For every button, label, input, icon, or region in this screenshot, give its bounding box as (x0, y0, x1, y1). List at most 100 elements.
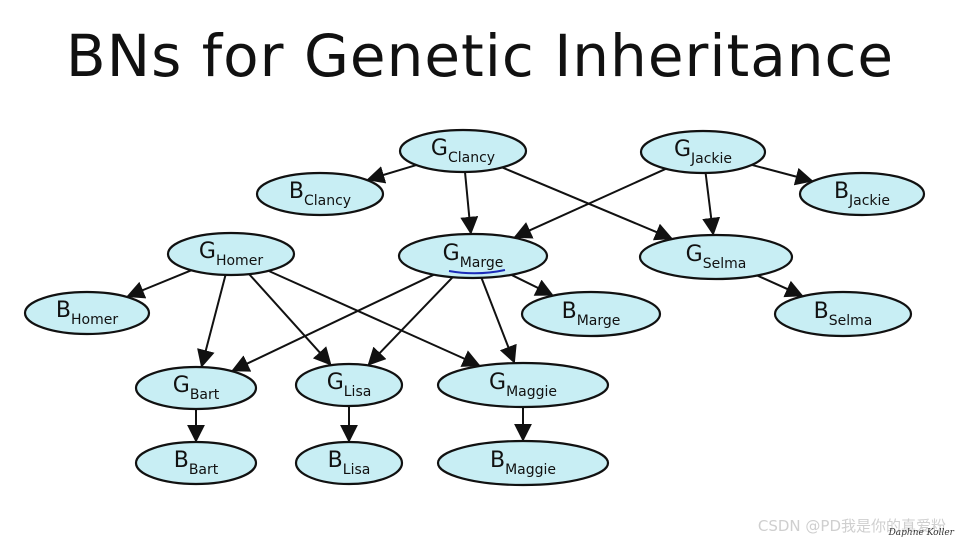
node-ellipse (134, 440, 258, 486)
node-ellipse (520, 290, 662, 338)
node-b-homer: BHomer (23, 290, 151, 336)
node-label-subscript: Jackie (690, 151, 732, 167)
node-label-subscript: Maggie (505, 462, 556, 478)
edge-g-marge-to-b-marge (510, 273, 554, 296)
node-label-subscript: Homer (71, 312, 118, 328)
node-ellipse (166, 231, 296, 277)
edge-g-jackie-to-g-marge (513, 167, 667, 239)
node-ellipse (398, 128, 528, 174)
edge-g-jackie-to-g-selma (702, 172, 721, 236)
node-g-jackie: GJackie (639, 129, 767, 175)
node-b-clancy: BClancy (255, 171, 385, 217)
node-label-subscript: Marge (577, 313, 621, 329)
node-label-main: B (289, 179, 304, 204)
node-g-selma: GSelma (638, 233, 794, 281)
edge-g-clancy-to-g-selma (501, 166, 673, 241)
node-g-homer: GHomer (166, 231, 296, 277)
node-label-main: G (431, 136, 448, 161)
node-ellipse (255, 171, 385, 217)
node-label: GLisa (327, 370, 372, 400)
node-label-subscript: Clancy (304, 193, 351, 209)
node-ellipse (639, 129, 767, 175)
node-ellipse (134, 365, 258, 411)
node-label-main: B (814, 299, 829, 324)
node-ellipse (773, 290, 913, 338)
node-ellipse (798, 171, 926, 217)
node-g-clancy: GClancy (398, 128, 528, 174)
node-label-main: G (327, 370, 344, 395)
node-label: BJackie (834, 179, 890, 209)
node-label-subscript: Bart (190, 387, 220, 403)
node-label-main: B (490, 448, 505, 473)
node-label: BHomer (56, 298, 118, 328)
node-ellipse (638, 233, 794, 281)
edge-g-jackie-to-b-jackie (751, 163, 814, 186)
node-label: GClancy (431, 136, 495, 166)
node-g-maggie: GMaggie (436, 361, 610, 409)
node-label: BClancy (289, 179, 351, 209)
node-label-subscript: Maggie (506, 384, 557, 400)
edge-g-marge-to-g-bart (231, 273, 435, 372)
node-label-main: B (834, 179, 849, 204)
node-label-main: B (174, 448, 189, 473)
node-label-subscript: Selma (703, 256, 747, 272)
node-label-main: G (686, 242, 703, 267)
node-label-subscript: Jackie (848, 193, 890, 209)
edge-g-homer-to-g-bart (197, 274, 227, 368)
node-label: GSelma (686, 242, 747, 272)
edges-layer (126, 163, 814, 443)
node-label-main: G (443, 241, 460, 266)
node-label: GBart (173, 373, 220, 403)
node-label-main: G (173, 373, 190, 398)
annotation-underline (448, 269, 506, 275)
edge-g-homer-to-g-maggie (268, 269, 481, 367)
node-ellipse (294, 440, 404, 486)
node-b-selma: BSelma (773, 290, 913, 338)
node-label-subscript: Bart (189, 462, 219, 478)
node-label: GJackie (674, 137, 732, 167)
node-label-subscript: Clancy (448, 150, 495, 166)
node-label: GMarge (443, 241, 504, 271)
node-label: BSelma (814, 299, 873, 329)
node-b-bart: BBart (134, 440, 258, 486)
edge-g-selma-to-b-selma (756, 274, 804, 298)
node-b-jackie: BJackie (798, 171, 926, 217)
node-ellipse (23, 290, 151, 336)
node-ellipse (436, 361, 610, 409)
node-b-maggie: BMaggie (436, 439, 610, 487)
edge-g-homer-to-g-lisa (248, 273, 332, 366)
node-g-lisa: GLisa (294, 362, 404, 408)
node-b-lisa: BLisa (294, 440, 404, 486)
node-label-main: B (56, 298, 71, 323)
slide-title: BNs for Genetic Inheritance (65, 22, 895, 90)
node-ellipse (436, 439, 610, 487)
node-g-bart: GBart (134, 365, 258, 411)
author-credit: Daphne Koller (888, 528, 954, 538)
node-ellipse (397, 232, 549, 280)
edge-g-marge-to-g-lisa (367, 276, 454, 366)
edge-g-clancy-to-b-clancy (366, 164, 417, 184)
node-label-main: B (328, 448, 343, 473)
node-ellipse (294, 362, 404, 408)
node-label: BMaggie (490, 448, 556, 478)
node-label-main: B (562, 299, 577, 324)
node-g-marge: GMarge (397, 232, 549, 280)
node-label-subscript: Homer (216, 253, 263, 269)
csdn-watermark: CSDN @PD我是你的真爱粉 (757, 517, 946, 535)
node-label-subscript: Selma (829, 313, 873, 329)
edge-g-homer-to-b-homer (126, 269, 192, 299)
edge-g-marge-to-g-maggie (480, 277, 517, 364)
node-label: BBart (174, 448, 219, 478)
node-label-main: G (489, 370, 506, 395)
node-b-marge: BMarge (520, 290, 662, 338)
node-label-subscript: Marge (460, 255, 504, 271)
node-label-subscript: Lisa (343, 462, 371, 478)
node-label: GMaggie (489, 370, 557, 400)
node-label-main: G (199, 239, 216, 264)
node-label-subscript: Lisa (344, 384, 372, 400)
node-label: GHomer (199, 239, 263, 269)
node-label: BMarge (562, 299, 621, 329)
node-label: BLisa (328, 448, 371, 478)
